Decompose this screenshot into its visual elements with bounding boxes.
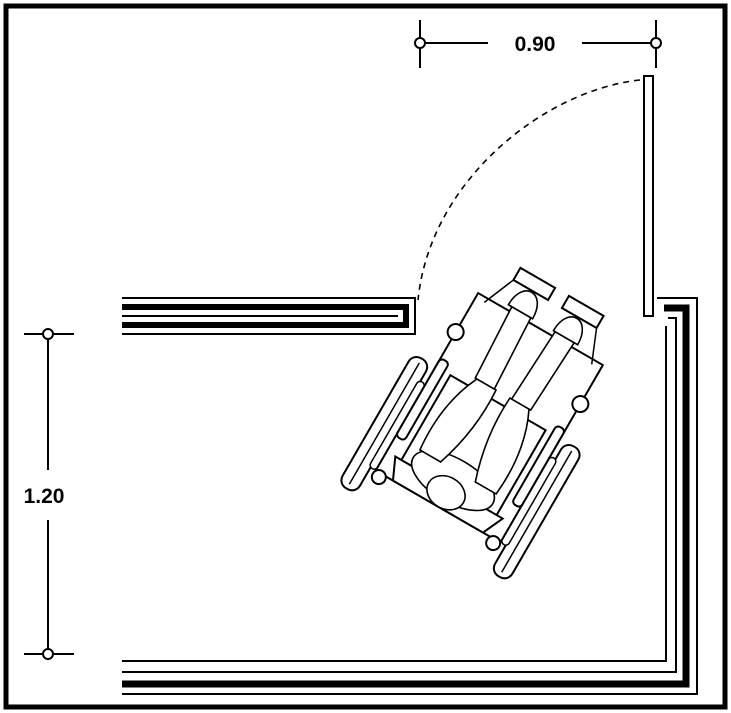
corridor-wall-lower-right: [122, 297, 698, 695]
wheelchair-footrest-left: [512, 266, 557, 302]
door-width-dimension: [414, 20, 662, 68]
door-leaf: [643, 75, 654, 317]
corridor-wall-upper-left: [122, 297, 416, 335]
wheelchair-with-user: [340, 266, 605, 580]
outer-frame: [3, 3, 728, 710]
wheelchair-caster-left: [446, 323, 465, 342]
wheelchair-caster-right: [571, 395, 590, 414]
corridor-width-dimension: [24, 328, 74, 660]
occupant: [410, 290, 584, 512]
door-width-label: 0.90: [515, 33, 556, 56]
corridor-width-label: 1.20: [24, 485, 65, 508]
door-swing-arc: [417, 79, 641, 301]
wheelchair-footrest-right: [560, 294, 605, 330]
